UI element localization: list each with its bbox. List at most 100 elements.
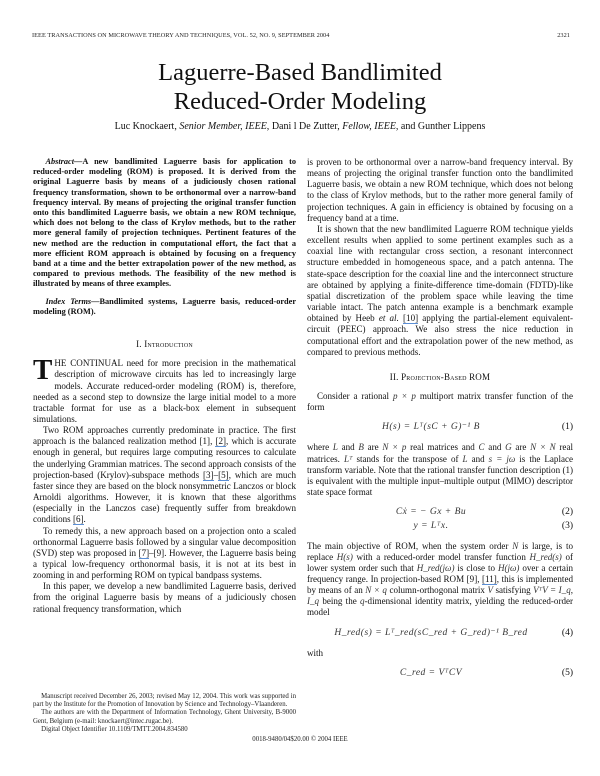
title-line-1: Laguerre-Based Bandlimited: [158, 59, 442, 86]
equation-expression: H(s) = Lᵀ(sC + G)⁻¹ B: [382, 422, 480, 433]
equation-3: y = Lᵀx. (3): [307, 521, 573, 532]
journal-name: IEEE TRANSACTIONS ON MICROWAVE THEORY AN…: [32, 32, 330, 39]
abstract-label: Abstract: [45, 157, 75, 166]
page-number: 2321: [557, 32, 570, 39]
intro-paragraph-6: It is shown that the new bandlimited Lag…: [307, 224, 573, 358]
text: To remedy this, a new approach based on …: [33, 525, 296, 558]
abstract: Abstract—A new bandlimited Laguerre basi…: [33, 157, 296, 290]
equation-2: Cẋ = − Gx + Bu (2): [307, 507, 573, 518]
citation-link-11[interactable]: [11]: [482, 574, 497, 585]
equation-expression: H_red(s) = Lᵀ_red(sC_red + G_red)⁻¹ B_re…: [334, 627, 528, 638]
equation-expression: y = Lᵀx.: [413, 521, 449, 532]
intro-paragraph-3: To remedy this, a new approach based on …: [33, 526, 296, 582]
equation-1: H(s) = Lᵀ(sC + G)⁻¹ B (1): [307, 422, 573, 433]
equation-4: H_red(s) = Lᵀ_red(sC_red + G_red)⁻¹ B_re…: [307, 628, 573, 639]
math-inline: q: [360, 596, 365, 607]
text: are: [363, 442, 383, 453]
section-number: II.: [389, 371, 399, 382]
citation-link-2[interactable]: [2]: [215, 436, 227, 448]
text: with a reduced-order model transfer func…: [352, 551, 530, 562]
math-inline: N × p: [382, 442, 407, 453]
equation-expression: Cẋ = − Gx + Bu: [395, 507, 467, 518]
text: , which is accurate enough in general, b…: [33, 436, 296, 480]
text: real matrices.: [307, 442, 573, 464]
text: stands for the transpose of: [352, 453, 463, 464]
left-column: Abstract—A new bandlimited Laguerre basi…: [33, 157, 296, 615]
citation-link-3[interactable]: [3]: [203, 469, 214, 481]
with-text: with: [307, 647, 324, 658]
et-al: et al.: [378, 313, 399, 324]
math-inline: H_red(jω): [416, 562, 455, 573]
text: applying the partial-element equivalent-…: [307, 313, 573, 357]
math-inline: p × p: [392, 390, 416, 401]
section2-paragraph-1: Consider a rational p × p multiport matr…: [307, 391, 573, 413]
text: Consider a rational: [316, 390, 393, 401]
footnote-doi: Digital Object Identifier 10.1109/TMTT.2…: [41, 725, 188, 733]
text: and: [484, 442, 506, 453]
math-inline: s = jω: [488, 453, 516, 464]
index-terms-label: Index Terms: [45, 296, 92, 306]
text: -dimensional identity matrix, yielding t…: [307, 596, 574, 618]
text: where: [307, 442, 333, 453]
text: and: [467, 453, 489, 464]
text: –[9]. However, the Laguerre basis being …: [33, 547, 296, 581]
text: , which are much faster since they are b…: [33, 469, 296, 525]
text: column-orthogonal matrix: [386, 585, 488, 596]
equation-number: (4): [561, 627, 573, 638]
text: , this is implemented by means of an: [307, 574, 573, 596]
citation-link-10[interactable]: [10]: [403, 313, 419, 325]
first-page-footnote: Manuscript received December 26, 2003; r…: [33, 693, 296, 734]
text: ,: [570, 585, 573, 596]
text: Two ROM approaches currently predominate…: [33, 425, 296, 447]
citation-link-7[interactable]: [7]: [138, 547, 150, 559]
equation-5: C_red = VᵀCV (5): [307, 668, 573, 679]
author-2-role: Fellow, IEEE,: [342, 121, 399, 132]
text: real matrices and: [406, 442, 479, 453]
math-inline: H_red(s): [529, 551, 562, 562]
section-heading-introduction: I. Introduction: [33, 339, 296, 350]
author-1-role: Senior Member, IEEE,: [179, 121, 270, 132]
abstract-text: —A new bandlimited Laguerre basis for ap…: [33, 157, 296, 289]
text: It is shown that the new bandlimited Lag…: [307, 223, 573, 324]
footnote-manuscript: Manuscript received December 26, 2003; r…: [33, 693, 296, 709]
title-line-2: Reduced-Order Modeling: [173, 88, 427, 115]
author-3-name: and Gunther Lippens: [400, 121, 486, 132]
text: The main objective of ROM, when the syst…: [307, 540, 513, 551]
section-title: Introduction: [144, 339, 193, 350]
section-number: I.: [136, 339, 142, 350]
paper-title: Laguerre-Based Bandlimited Reduced-Order…: [0, 58, 600, 116]
math-inline: C: [478, 442, 485, 453]
text: of lower system order such that: [307, 551, 573, 573]
section2-paragraph-3: The main objective of ROM, when the syst…: [307, 541, 573, 619]
text: are: [511, 442, 531, 453]
copyright-line: 0018-9480/04$20.00 © 2004 IEEE: [252, 736, 348, 743]
text: is close to: [454, 562, 498, 573]
text: .: [83, 514, 86, 525]
text: is large, is to replace: [307, 540, 573, 562]
math-inline: Lᵀ: [343, 453, 353, 464]
equation-number: (1): [561, 422, 573, 433]
math-inline: H(jω): [497, 562, 520, 573]
equation-expression: C_red = VᵀCV: [399, 667, 463, 678]
text: satisfying: [492, 585, 534, 596]
math-inline: H(s): [336, 551, 353, 562]
text: being the: [319, 596, 360, 607]
section-title: Projection-Based ROM: [401, 371, 491, 382]
author-1-name: Luc Knockaert,: [114, 121, 177, 132]
citation-link-5[interactable]: [5]: [218, 469, 229, 481]
intro-paragraph-5: is proven to be orthonormal over a narro…: [307, 157, 573, 223]
math-inline: VᵀV = I_q: [533, 585, 571, 596]
math-inline: N: [512, 540, 519, 551]
intro-paragraph-4: In this paper, we develop a new bandlimi…: [33, 581, 296, 614]
equation-number: (2): [561, 507, 573, 518]
section2-paragraph-2: where L and B are N × p real matrices an…: [307, 442, 573, 498]
drop-cap: T: [33, 354, 53, 387]
index-terms: Index Terms—Bandlimited systems, Laguerr…: [33, 297, 296, 317]
equation-number: (5): [561, 667, 573, 678]
author-2-name: Dani l De Zutter,: [271, 121, 340, 132]
section-heading-projection-rom: II. Projection-Based ROM: [307, 372, 573, 383]
intro-p1-text: HE CONTINUAL need for more precision in …: [33, 358, 296, 424]
right-column: is proven to be orthonormal over a narro…: [307, 157, 573, 688]
citation-link-6[interactable]: [6]: [72, 514, 84, 526]
